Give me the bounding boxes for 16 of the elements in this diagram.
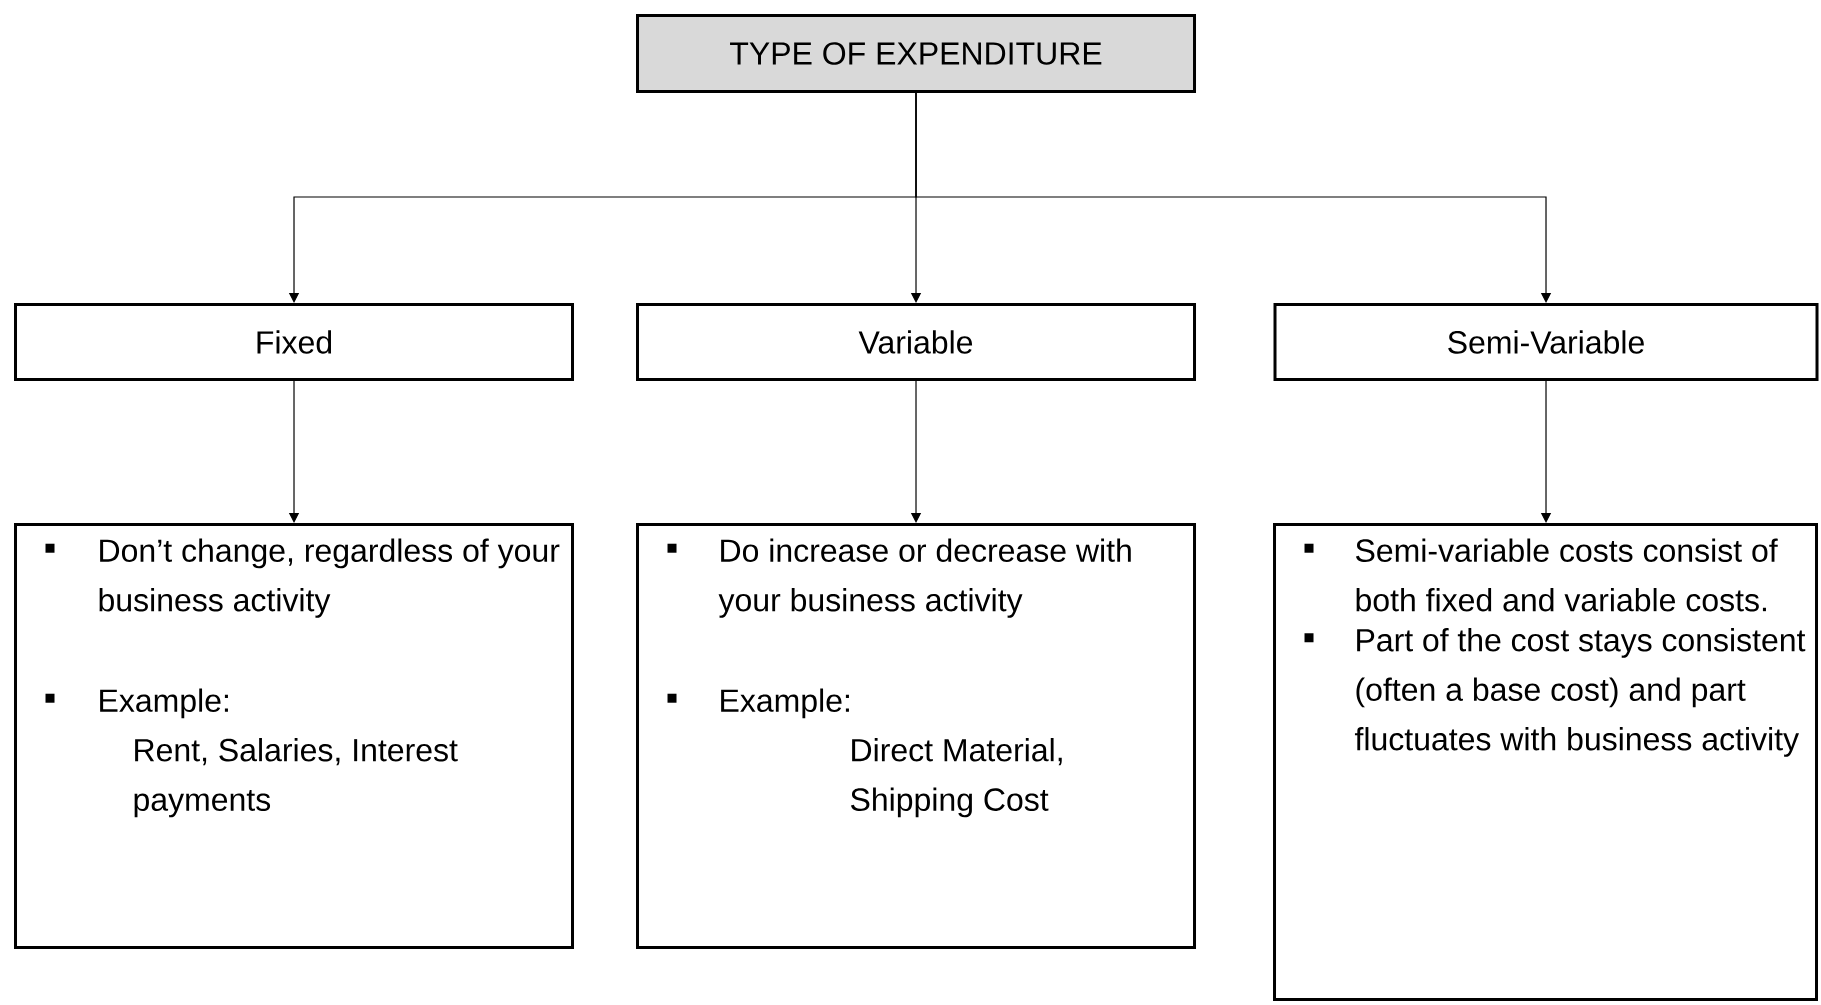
list-item: Don’t change, regardless of your business activity — [99, 538, 560, 618]
category-box: Semi-Variable — [1273, 303, 1819, 381]
list-item: Direct Material, Shipping Cost — [850, 738, 1062, 818]
description-box — [1273, 523, 1818, 1001]
title-box: TYPE OF EXPENDITURE — [636, 14, 1196, 93]
description-box — [14, 523, 574, 949]
category-box: Fixed — [14, 303, 574, 381]
list-item: Example: — [721, 688, 849, 719]
list-item: Rent, Salaries, Interest payments — [134, 738, 458, 818]
list-item: Example: — [100, 688, 228, 719]
description-box — [636, 523, 1196, 949]
list-item: Do increase or decrease with your business activity — [718, 538, 1131, 618]
category-box: Variable — [636, 303, 1196, 381]
list-item: Semi-variable costs consist of both fixed and variable costs. — [1355, 538, 1778, 612]
arrow — [915, 92, 1552, 303]
list-item: Part of the cost stays consistent (often a base cost) and part fluctuates with business activity — [1354, 628, 1806, 757]
